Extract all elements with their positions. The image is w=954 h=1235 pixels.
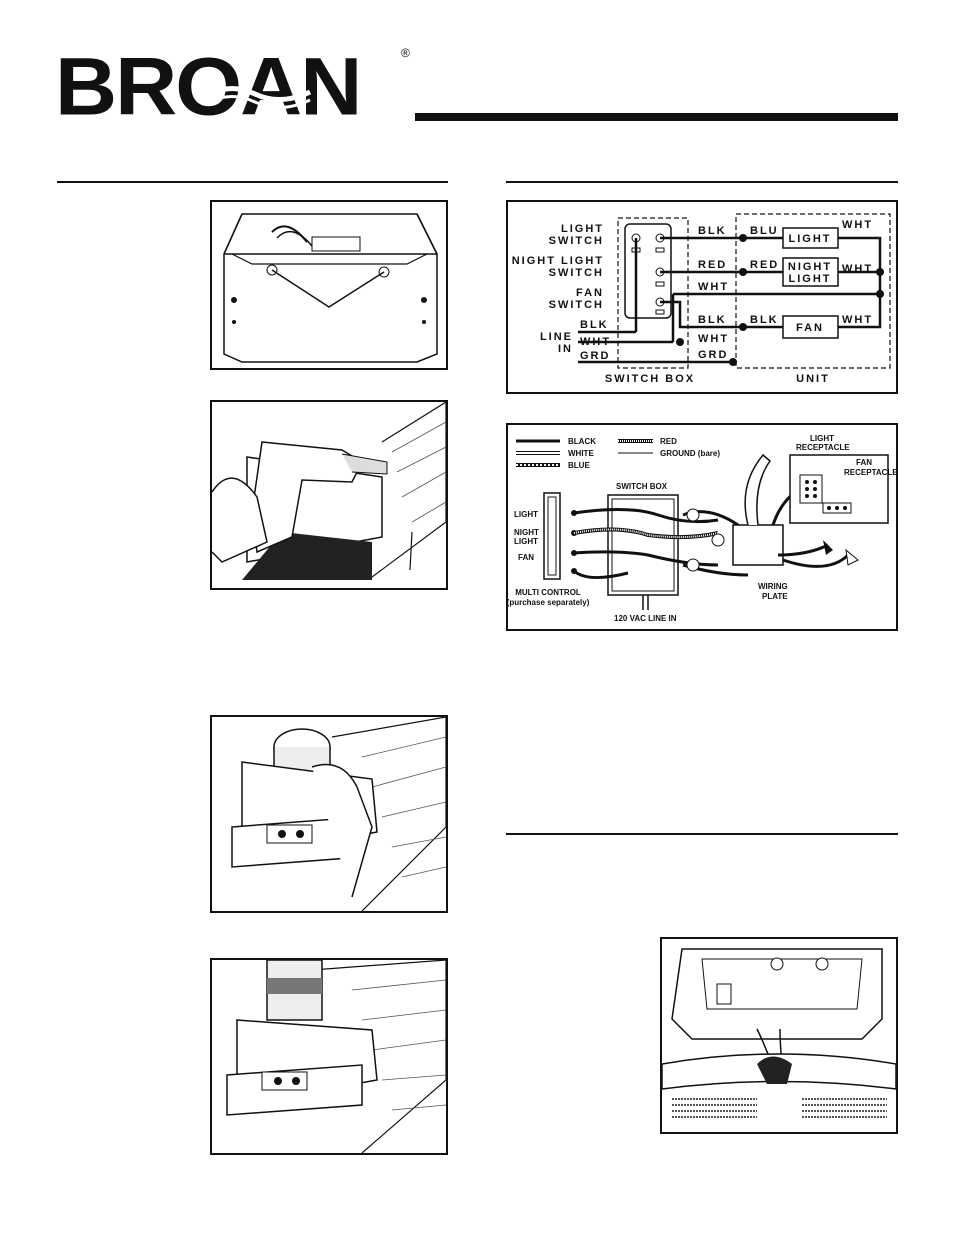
legend-red: RED: [660, 437, 677, 446]
fan-component: [782, 315, 839, 339]
label-night-light: NIGHT LIGHT: [512, 255, 604, 267]
label-in: IN: [558, 343, 573, 355]
wire-blk-mid-2: BLK: [698, 314, 727, 326]
illustration-plug-in: [660, 937, 898, 1134]
schematic-svg: LIGHT SWITCH NIGHT LIGHT SWITCH FAN SWIT…: [512, 213, 891, 385]
control-fan-label: FAN: [518, 553, 534, 562]
light-receptacle-label: LIGHT: [810, 434, 834, 443]
wire-wht-right-3: WHT: [842, 314, 873, 326]
component-night-label: NIGHT: [788, 261, 832, 273]
switch-box-label: SWITCH BOX: [616, 482, 668, 491]
wiring-schematic: LIGHT SWITCH NIGHT LIGHT SWITCH FAN SWIT…: [506, 200, 898, 394]
header-bar: [415, 113, 898, 121]
broan-logo: BROAN ®: [55, 41, 415, 133]
right-section-rule: [506, 181, 898, 183]
wire-blk-mid-1: BLK: [698, 225, 727, 237]
wiring-plate-label: WIRING: [758, 582, 788, 591]
label-line: LINE: [540, 331, 573, 343]
light-receptacle-label-2: RECEPTACLE: [796, 443, 850, 452]
label-fan: FAN: [576, 287, 604, 299]
component-fan-label: FAN: [796, 322, 824, 334]
wiring-plate-drawing: [732, 524, 784, 566]
fan-receptacle-label-2: RECEPTACLE: [844, 468, 896, 477]
wiring-plate-label-2: PLATE: [762, 592, 788, 601]
label-switch-1: SWITCH: [549, 235, 604, 247]
wire-wht-mid-2: WHT: [698, 333, 729, 345]
multi-control-label: MULTI CONTROL: [515, 588, 581, 597]
wire-wht-right-2: WHT: [842, 263, 873, 275]
wire-grd-left: GRD: [580, 350, 610, 362]
legend-black: BLACK: [568, 437, 596, 446]
wire-grd-mid: GRD: [698, 349, 728, 361]
control-night-label: NIGHT: [514, 528, 539, 537]
switch-box-drawing: [607, 494, 679, 596]
label-switch-3: SWITCH: [549, 299, 604, 311]
control-light-label: LIGHT: [514, 510, 538, 519]
wire-blk-unit: BLK: [750, 314, 779, 326]
illustration-duct-connector: [210, 715, 448, 913]
registered-mark: ®: [401, 46, 410, 60]
wire-blk-left: BLK: [580, 319, 609, 331]
wiring-pictorial: BLACK WHITE BLUE RED GROUND (bare) LIGHT…: [506, 423, 898, 631]
group-switch-box-label: SWITCH BOX: [605, 373, 695, 385]
wire-wht-left: WHT: [580, 336, 611, 348]
wire-wht-mid-1: WHT: [698, 281, 729, 293]
multi-control-note: (purchase separately): [508, 598, 590, 607]
legend-white: WHITE: [568, 449, 594, 458]
right-section-rule-2: [506, 833, 898, 835]
wiring-pictorial-svg: BLACK WHITE BLUE RED GROUND (bare) LIGHT…: [507, 434, 899, 623]
light-receptacle-icon: [799, 474, 823, 504]
group-unit-label: UNIT: [796, 373, 830, 385]
label-switch-2: SWITCH: [549, 267, 604, 279]
illustration-housing-top: [210, 200, 448, 370]
wire-blu-unit: BLU: [750, 225, 779, 237]
legend-blue: BLUE: [568, 461, 590, 470]
component-night-light-label: LIGHT: [789, 273, 832, 285]
illustration-duct-installed: [210, 958, 448, 1155]
line-in-label: 120 VAC LINE IN: [614, 614, 677, 623]
light-component: [782, 227, 839, 249]
unit-outline: [735, 213, 891, 369]
logo-swoosh-icon: [205, 86, 312, 109]
brand-name: BROAN: [55, 41, 362, 133]
night-light-component: [782, 257, 839, 287]
label-light: LIGHT: [561, 223, 604, 235]
component-light-label: LIGHT: [789, 233, 832, 245]
illustration-drill: [210, 400, 448, 590]
wire-wht-right-1: WHT: [842, 219, 873, 231]
left-section-rule: [57, 181, 448, 183]
wire-red-unit: RED: [750, 259, 779, 271]
fan-receptacle-label: FAN: [856, 458, 872, 467]
wire-red-mid: RED: [698, 259, 727, 271]
control-night-light-label: LIGHT: [514, 537, 538, 546]
legend-ground: GROUND (bare): [660, 449, 720, 458]
